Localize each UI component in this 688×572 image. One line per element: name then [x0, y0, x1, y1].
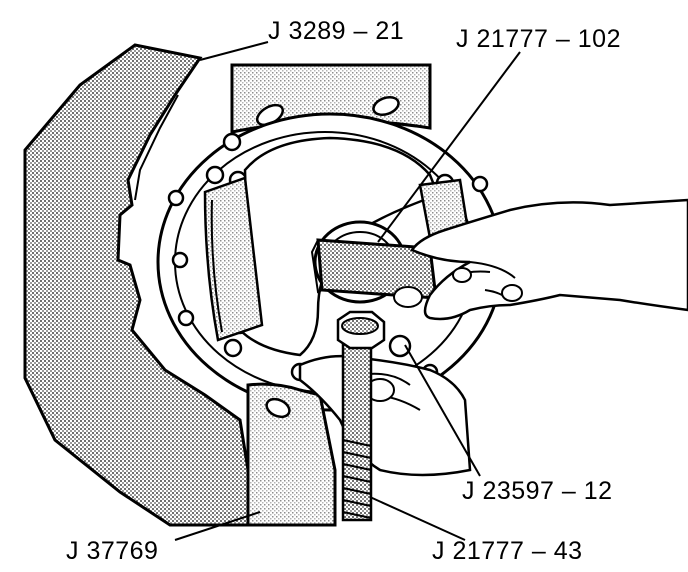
bracket-slot [265, 397, 291, 419]
callout-j23597-12: J 23597 – 12 [462, 477, 613, 505]
callout-j21777-102: J 21777 – 102 [456, 25, 621, 53]
callout-j21777-43: J 21777 – 43 [432, 537, 583, 565]
adapter-disc [388, 334, 412, 358]
fingertip [501, 284, 523, 302]
fixture-inner-edge [134, 94, 179, 201]
fingertip [393, 286, 423, 308]
lower-bracket [246, 382, 337, 527]
fingertip [452, 267, 472, 283]
holding-fixture-frame [23, 43, 250, 527]
stud-threads [342, 439, 372, 519]
gauge-plate-edge [310, 239, 323, 294]
right-hand [410, 198, 688, 321]
left-bearing-cap [203, 176, 264, 342]
bracket-slot [372, 96, 400, 116]
stud-cap [341, 317, 379, 335]
callout-j3289-21: J 3289 – 21 [268, 17, 405, 45]
cap-detail [210, 199, 223, 333]
callout-j37769: J 37769 [66, 537, 159, 565]
leader-lines [174, 41, 521, 541]
